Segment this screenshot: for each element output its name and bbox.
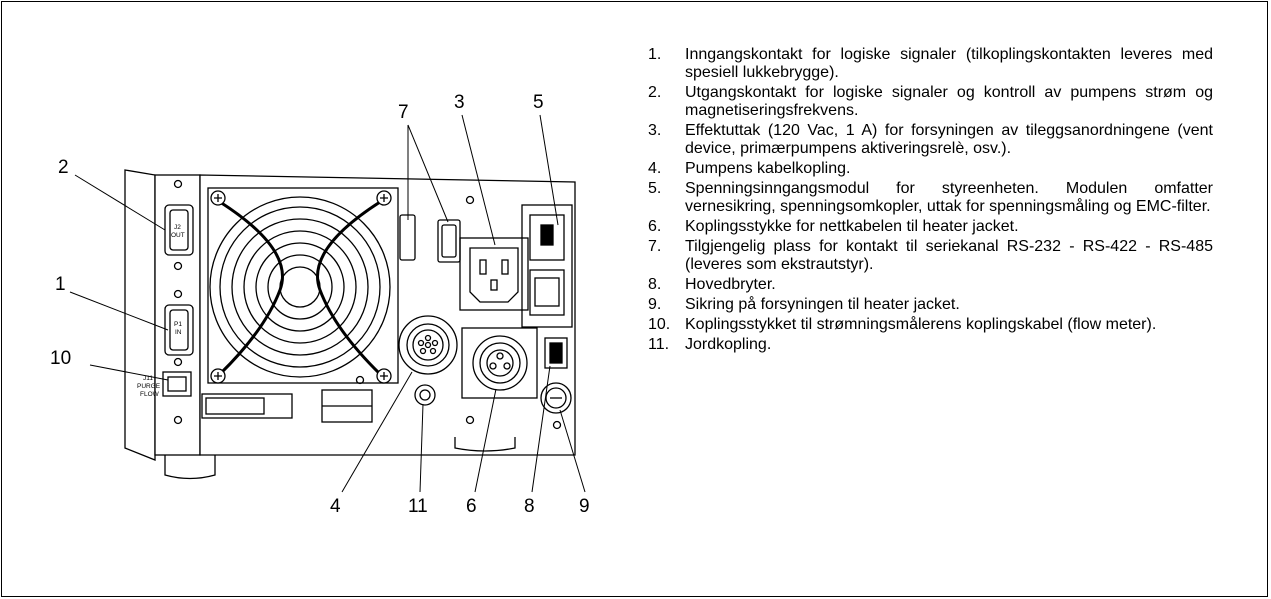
p1-in-connector [164,304,194,356]
legend-item: 4. Pumpens kabelkopling. [648,160,1213,178]
callout-numbers: 2 1 10 7 3 5 4 11 6 8 9 [50,92,590,517]
label-purge: PURGE [137,383,161,390]
label-in: IN [175,329,182,336]
legend-item: 9. Sikring på forsyningen til heater jack… [648,296,1213,314]
legend-item: 5. Spenningsinngangsmodul for styreenhete… [648,180,1213,216]
side-wall-outline [124,169,156,461]
left-foot [164,455,216,480]
legend-text: Koplingsstykke for nettkabelen til heate… [685,218,1019,235]
callout-1: 1 [55,274,66,295]
fan-grille [209,196,391,378]
legend-number: 1. [648,46,662,63]
callout-3: 3 [454,92,465,113]
legend-number: 2. [648,84,662,101]
callout-5: 5 [533,92,544,113]
legend-number: 11. [648,336,670,353]
fan-screws [210,190,392,384]
legend-text: Spenningsinngangsmodul for styreenheten.… [685,180,1213,215]
legend-text: Tilgjengelig plass for kontakt til serie… [685,238,1213,273]
back-panel-outline [199,174,576,456]
legend-number: 5. [648,180,662,197]
legend-text: Sikring på forsyningen til heater jacket… [685,296,960,313]
component-legend-list: 1. Inngangskontakt for logiske signaler (… [648,46,1213,356]
main-switch [544,337,568,369]
heater-jacket-panel [461,327,538,399]
right-foot [454,437,516,452]
legend-item: 8. Hovedbryter. [648,276,1213,294]
legend-text: Utgangskontakt for logiske signaler og k… [685,84,1213,119]
flow-meter-connector [162,371,192,397]
callout-7: 7 [398,102,409,123]
legend-item: 1. Inngangskontakt for logiske signaler (… [648,46,1213,82]
callout-6: 6 [466,496,477,517]
legend-text: Hovedbryter. [685,276,776,293]
legend-text: Pumpens kabelkopling. [685,160,851,177]
callout-2: 2 [58,157,69,178]
callout-10: 10 [50,348,71,369]
rear-panel-drawing: J2 OUT P1 IN J11 PURGE FLOW 2 1 10 7 3 5… [50,92,590,517]
legend-number: 10. [648,316,671,333]
legend-item: 2. Utgangskontakt for logiske signaler og… [648,84,1213,120]
callout-11: 11 [408,496,428,517]
callout-4: 4 [330,496,341,517]
heater-jacket-connector [472,335,528,391]
legend-number: 9. [648,296,662,313]
legend-number: 7. [648,238,662,255]
legend-number: 4. [648,160,662,177]
callout-9: 9 [579,496,590,517]
controller-rear-panel-figure: J2 OUT P1 IN J11 PURGE FLOW 2 1 10 7 3 5… [30,80,610,540]
callout-leader-lines [69,114,586,493]
mains-input-module [521,204,573,328]
heater-fuse-holder [540,382,572,414]
fan-housing [207,187,399,384]
label-j2: J2 [174,224,181,231]
legend-number: 6. [648,218,662,235]
legend-item: 10. Koplingsstykket til strømningsmåleren… [648,316,1213,334]
legend-number: 3. [648,122,662,139]
label-flow: FLOW [140,391,160,398]
label-out: OUT [171,232,185,239]
legend-text: Koplingsstykket til strømningsmålerens k… [685,316,1157,333]
pump-cable-connector [398,315,458,375]
legend-item: 7. Tilgjengelig plass for kontakt til ser… [648,238,1213,274]
legend-item: 11. Jordkopling. [648,336,1213,354]
legend-text: Jordkopling. [685,336,772,353]
ground-terminal [414,384,436,406]
callout-8: 8 [524,496,535,517]
label-p1: P1 [174,321,182,328]
panel-text-labels: J2 OUT P1 IN J11 PURGE FLOW [137,224,185,398]
auxiliary-power-outlet [459,237,529,311]
legend-item: 6. Koplingsstykke for nettkabelen til hea… [648,218,1213,236]
fan-guard-wires [218,200,382,376]
label-j11: J11 [143,375,153,382]
legend-number: 8. [648,276,662,293]
legend-item: 3. Effektuttak (120 Vac, 1 A) for forsyni… [648,122,1213,158]
panel-screws [173,179,562,430]
legend-text: Effektuttak (120 Vac, 1 A) for forsyning… [685,122,1213,157]
legend-text: Inngangskontakt for logiske signaler (ti… [685,46,1213,81]
